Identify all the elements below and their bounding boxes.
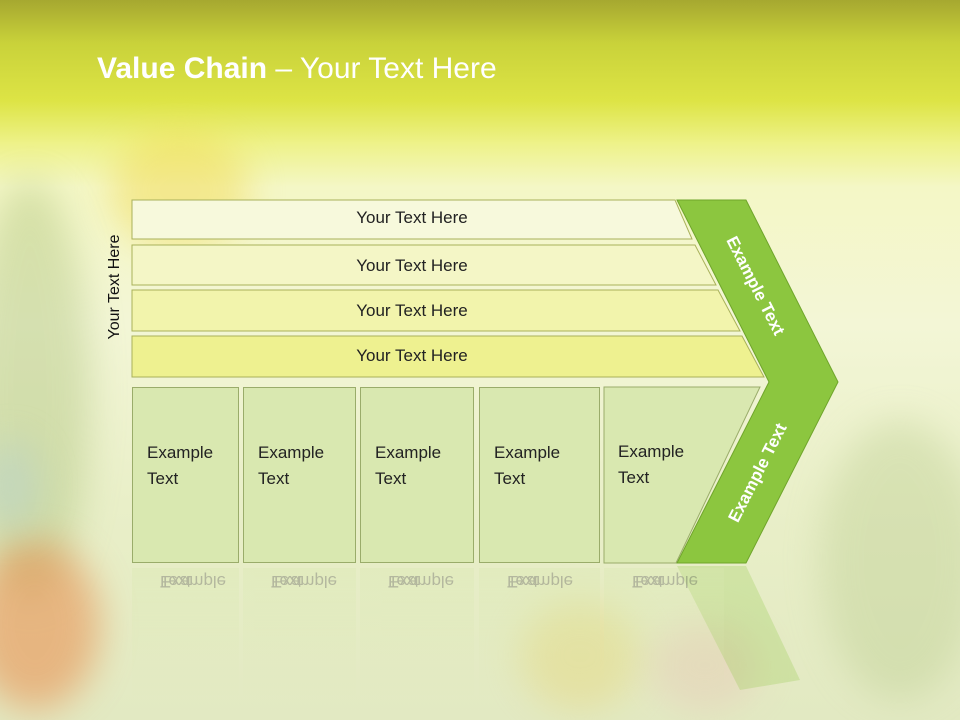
band-2-text: Your Text Here [356,256,468,275]
band-3-shape [131,289,741,332]
slide-title: Value Chain – Your Text Here [97,52,497,85]
egg-blur-yellow [520,600,640,710]
band-4-shape [131,335,765,378]
band-2-shape [131,244,717,286]
band-1-shape [131,199,693,240]
chevron-arrow-reflection [677,566,800,690]
side-label: Your Text Here [106,234,123,340]
band-3-text: Your Text Here [356,301,468,320]
chevron-arrow [676,199,839,564]
egg-blur-pink [650,620,760,710]
grass-blur-right [820,420,960,700]
band-4-text: Your Text Here [356,346,468,365]
egg-blur-orange [0,540,100,710]
band-1-text: Your Text Here [356,208,468,227]
box-5-shape [603,386,761,564]
